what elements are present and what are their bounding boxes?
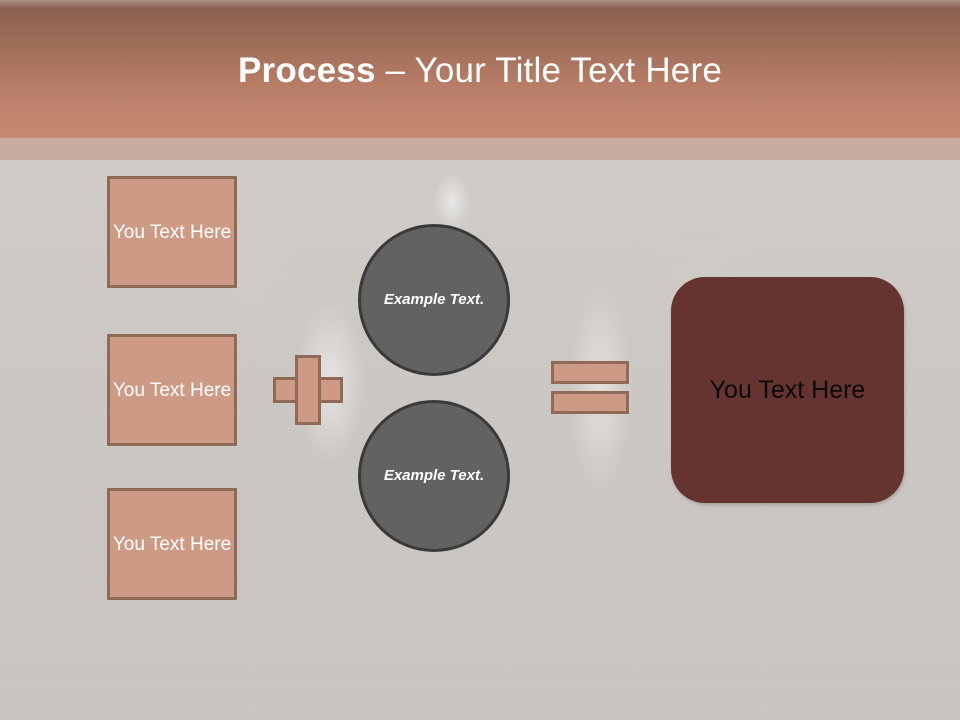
- input-box-2[interactable]: You Text Here: [107, 334, 237, 446]
- page-title-emphasis: Process: [238, 51, 376, 90]
- process-circle-2-label: Example Text.: [383, 467, 485, 484]
- plus-center-fill: [298, 380, 318, 400]
- process-circle-1[interactable]: Example Text.: [358, 224, 510, 376]
- equals-top-bar: [551, 361, 629, 384]
- page-title-rest: – Your Title Text Here: [375, 51, 722, 90]
- input-box-1-label: You Text Here: [112, 221, 232, 243]
- input-box-3-label: You Text Here: [112, 533, 232, 555]
- equals-operator-icon: [551, 361, 629, 414]
- process-circle-1-label: Example Text.: [383, 291, 485, 308]
- slide-header-band: [0, 0, 960, 138]
- slide-header-underband: [0, 138, 960, 160]
- result-box[interactable]: You Text Here: [671, 277, 904, 503]
- result-box-label: You Text Here: [709, 375, 866, 404]
- process-circle-2[interactable]: Example Text.: [358, 400, 510, 552]
- equals-bottom-bar: [551, 391, 629, 414]
- input-box-1[interactable]: You Text Here: [107, 176, 237, 288]
- input-box-2-label: You Text Here: [112, 379, 232, 401]
- page-title: Process – Your Title Text Here: [0, 49, 960, 93]
- plus-operator-icon: [273, 355, 343, 425]
- input-box-3[interactable]: You Text Here: [107, 488, 237, 600]
